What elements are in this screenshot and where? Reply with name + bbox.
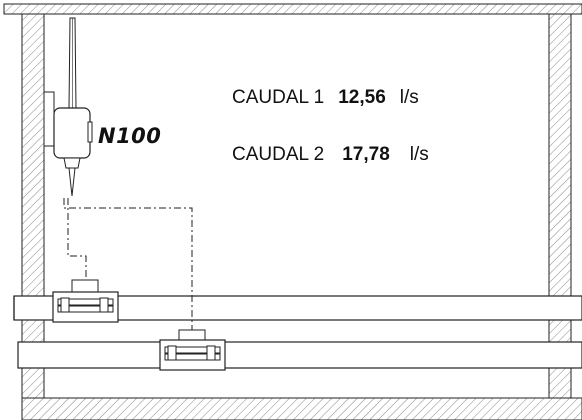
top-slab (3, 3, 582, 15)
flow-1-label: CAUDAL 1 (232, 87, 325, 108)
flow-reading-1: CAUDAL 1 12,56 l/s (232, 87, 419, 109)
device-model-label: N100 (98, 124, 162, 148)
flow-2-label: CAUDAL 2 (232, 144, 325, 165)
flow-reading-2: CAUDAL 2 17,78 l/s (232, 144, 429, 166)
signal-cable-1 (67, 198, 87, 280)
right-wall (548, 13, 572, 399)
clamp-sensor-1 (52, 279, 119, 323)
radar-sensor-icon (53, 17, 93, 197)
left-wall (21, 13, 45, 399)
flow-2-unit: l/s (409, 144, 429, 165)
signal-cable-2 (63, 198, 193, 330)
pipe-2 (17, 341, 582, 369)
flow-1-unit: l/s (399, 87, 419, 108)
device-mount-bracket (43, 91, 55, 147)
flow-2-value: 17,78 (342, 144, 390, 165)
clamp-sensor-2 (159, 329, 226, 371)
bottom-slab (21, 397, 582, 420)
flow-1-value: 12,56 (338, 87, 386, 108)
